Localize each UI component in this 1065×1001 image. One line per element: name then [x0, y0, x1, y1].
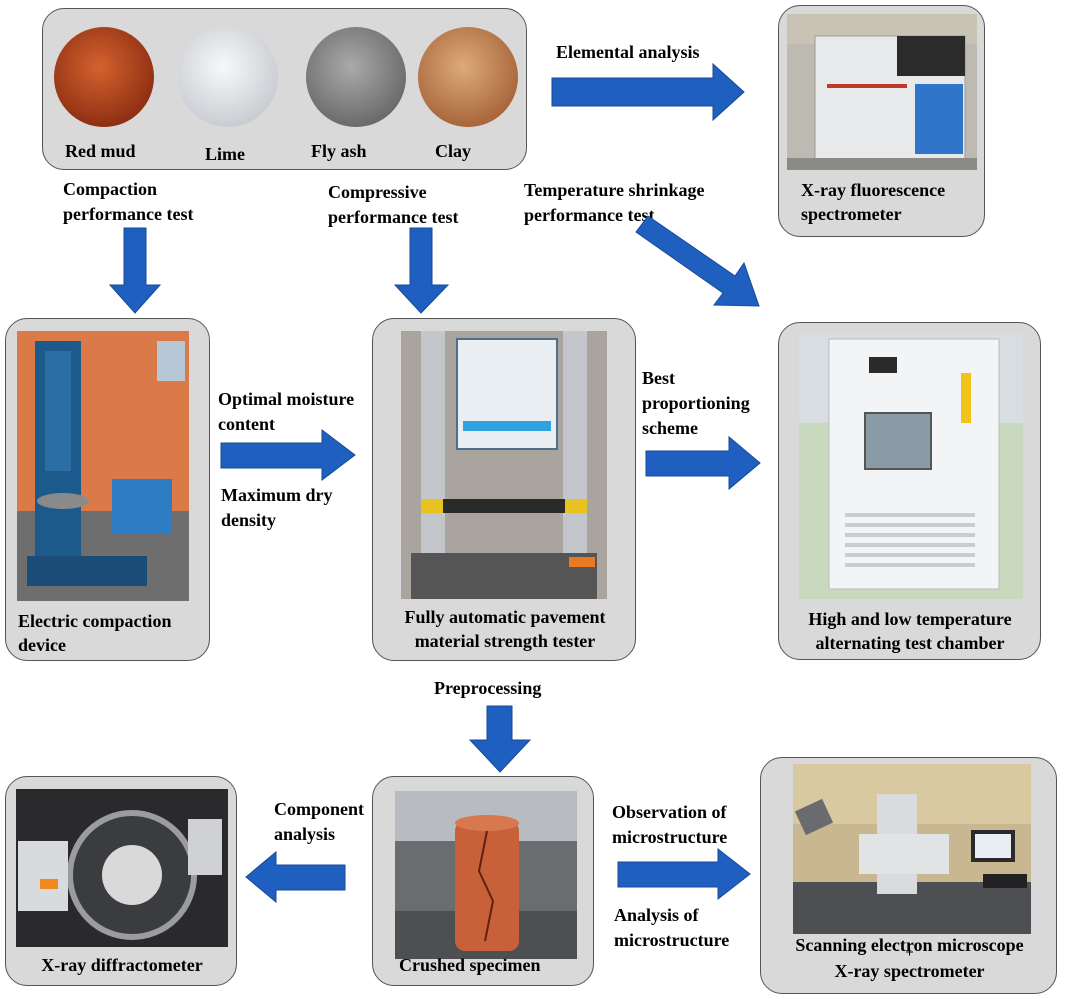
xrd-image	[16, 789, 228, 947]
preprocessing-label: Preprocessing	[434, 678, 542, 698]
optimal-moisture-label: Optimal moisture content	[218, 389, 355, 434]
compaction-device-image	[17, 331, 189, 601]
xrd-label: X-ray diffractometer	[41, 955, 203, 975]
compaction-box: Electric compaction device	[5, 318, 210, 661]
clay-sample-image	[418, 27, 518, 127]
temperature-chamber-label: High and low temperature alternating tes…	[808, 609, 1012, 653]
sem-plus-sign: +	[905, 945, 914, 961]
red-mud-label: Red mud	[65, 141, 136, 161]
temperature-test-label: Temperature shrinkage performance test	[524, 180, 705, 225]
crushed-specimen-box: Crushed specimen	[372, 776, 594, 986]
raw-materials-box: Red mud Lime Fly ash Clay	[42, 8, 527, 170]
xrf-box: X-ray fluorescence spectrometer	[778, 5, 985, 237]
arrow-to-xrf	[551, 62, 745, 122]
compaction-test-label: Compaction performance test	[63, 179, 194, 224]
arrow-to-chamber	[635, 215, 760, 307]
observation-label: Observation of microstructure	[612, 802, 728, 847]
strength-tester-box: Fully automatic pavement material streng…	[372, 318, 636, 661]
best-scheme-label: Best proportioning scheme	[642, 368, 750, 438]
arrow-to-strength-from-compaction	[220, 428, 356, 482]
strength-tester-image	[401, 331, 607, 599]
temperature-chamber-image	[799, 333, 1023, 599]
fly-ash-label: Fly ash	[311, 141, 367, 161]
max-dry-density-label: Maximum dry density	[221, 485, 333, 530]
strength-tester-label: Fully automatic pavement material streng…	[404, 607, 606, 651]
xrf-spectrometer-image	[787, 14, 977, 170]
sem-label-line2: X-ray spectrometer	[834, 961, 985, 981]
lime-label: Lime	[205, 144, 245, 164]
lime-sample-image	[178, 27, 278, 127]
xrf-label: X-ray fluorescence spectrometer	[801, 180, 946, 224]
crushed-specimen-image	[395, 791, 577, 959]
compaction-device-label: Electric compaction device	[18, 611, 172, 655]
compressive-test-label: Compressive performance test	[328, 182, 459, 227]
red-mud-sample-image	[54, 27, 154, 127]
arrow-to-compaction	[108, 227, 162, 314]
sem-label-line1: Scanning electron microscope	[795, 935, 1024, 955]
arrow-to-chamber-from-strength	[645, 435, 761, 491]
analysis-label: Analysis of microstructure	[614, 905, 730, 950]
sem-image	[793, 764, 1031, 934]
arrow-to-crushed	[468, 705, 532, 773]
arrow-to-strength	[393, 227, 450, 314]
arrow-to-xrd	[245, 850, 346, 904]
xrd-box: X-ray diffractometer	[5, 776, 237, 986]
component-analysis-label: Component analysis	[274, 799, 365, 844]
sem-box: Scanning electron microscope + X-ray spe…	[760, 757, 1057, 994]
arrow-to-sem	[617, 847, 751, 901]
elemental-analysis-label: Elemental analysis	[556, 42, 700, 62]
fly-ash-sample-image	[306, 27, 406, 127]
clay-label: Clay	[435, 141, 471, 161]
temperature-chamber-box: High and low temperature alternating tes…	[778, 322, 1041, 660]
crushed-specimen-label: Crushed specimen	[399, 955, 541, 975]
